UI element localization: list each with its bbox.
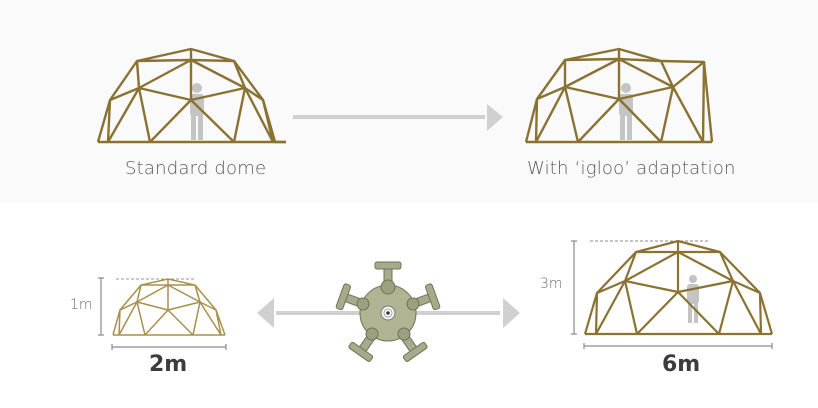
small-dome-dimensions bbox=[98, 277, 227, 350]
small-dome-height-label: 1m bbox=[70, 297, 93, 313]
transform-arrow-icon bbox=[293, 104, 503, 131]
large-dome-height-label: 3m bbox=[540, 276, 563, 292]
person-icon bbox=[687, 275, 699, 323]
large-dome-width-label: 6m bbox=[662, 352, 701, 377]
large-dome-dimensions bbox=[571, 240, 773, 349]
standard-dome-caption: Standard dome bbox=[125, 158, 267, 179]
igloo-dome-illustration bbox=[524, 47, 714, 144]
standard-dome-illustration bbox=[96, 47, 286, 144]
small-dome-width-label: 2m bbox=[149, 352, 188, 377]
large-dome-illustration bbox=[583, 239, 774, 336]
small-dome-illustration bbox=[112, 278, 226, 336]
igloo-adaptation-caption: With ‘igloo’ adaptation bbox=[527, 158, 736, 179]
connector-hub-icon bbox=[335, 261, 441, 362]
